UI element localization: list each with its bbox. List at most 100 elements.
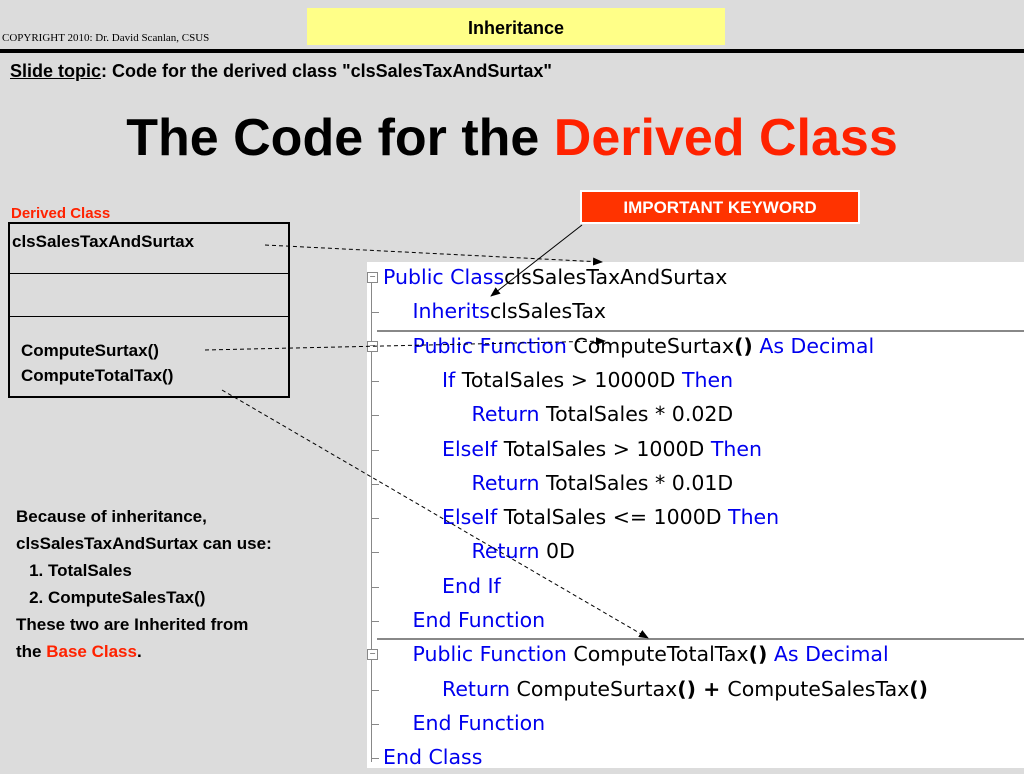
code-token: Public Class [383,265,505,289]
code-token: As Decimal [767,642,889,667]
code-token: Return [471,539,540,564]
gutter-tick [371,449,379,451]
code-line: ElseIf TotalSales <= 1000D Then [442,500,779,534]
code-token: End Class [383,745,483,770]
code-token: TotalSales <= 1000D [497,505,729,530]
code-line: Public Function ComputeTotalTax() As Dec… [413,637,889,671]
code-token: ElseIf [442,436,498,461]
code-token: ComputeSurtax [510,676,678,701]
code-token: Return [442,676,511,701]
list-item: ComputeSalesTax() [48,584,366,611]
code-token: Return [471,470,540,495]
page-title: The Code for the Derived Class [0,108,1024,168]
code-token: End Function [412,710,546,735]
code-line: End Function [413,603,546,637]
code-token: TotalSales > 1000D [497,436,711,461]
arrow-compute-surtax [204,337,606,351]
explanation-intro-1: Because of inheritance, [16,507,207,526]
code-token: If [442,367,456,392]
uml-method-1: ComputeSurtax() [21,341,159,360]
uml-class-name: clsSalesTaxAndSurtax [12,232,195,251]
code-token: Return [471,402,540,427]
code-token: As Decimal [752,333,875,358]
keyword-callout: IMPORTANT KEYWORD [580,190,860,224]
gutter-tick [371,312,379,314]
code-line: If TotalSales > 10000D Then [442,363,733,397]
copyright-text: COPYRIGHT 2010: Dr. David Scanlan, CSUS [2,32,210,44]
code-token: TotalSales * 0.01D [539,470,734,495]
code-line: Public ClassclsSalesTaxAndSurtax [383,260,727,294]
gutter-tick [371,586,379,588]
code-token: Public Function [412,333,567,358]
inherited-members-list: TotalSales ComputeSalesTax() [16,557,366,611]
code-token: TotalSales * 0.02D [539,402,734,427]
uml-divider-2 [10,316,288,317]
title-part-1: The Code for the [126,109,554,167]
code-token: TotalSales > 10000D [455,367,682,392]
code-token: + [695,676,728,701]
code-token: Public Function [412,642,567,667]
gutter-tick [371,552,379,554]
gutter-tick [371,689,379,691]
code-panel: Public ClassclsSalesTaxAndSurtax−Inherit… [367,260,1024,769]
code-token: End If [442,573,501,598]
code-line: End If [442,569,501,603]
code-token: ComputeSalesTax [727,676,910,701]
header-title: Inheritance [307,8,725,45]
code-token: Then [681,367,734,392]
arrow-class-name [264,244,603,266]
method-separator [377,329,1024,332]
code-gutter [371,272,372,762]
code-line: InheritsclsSalesTax [413,294,607,328]
explanation-intro-2: clsSalesTaxAndSurtax can use: [16,534,272,553]
collapse-toggle-icon[interactable]: − [367,649,378,661]
list-item: TotalSales [48,557,366,584]
code-line: ElseIf TotalSales > 1000D Then [442,432,762,466]
slide-topic-text: : Code for the derived class "clsSalesTa… [101,61,552,81]
uml-divider-1 [10,273,288,274]
uml-class-box [8,222,290,398]
title-part-2: Derived Class [553,109,898,167]
code-token: () [909,676,929,701]
code-token: Inherits [412,299,491,324]
gutter-tick [371,380,379,382]
code-token: () [734,333,753,358]
code-line: End Class [383,740,482,774]
slide-topic: Slide topic: Code for the derived class … [10,61,552,82]
arrow-important-keyword [490,224,583,297]
code-token: () [677,676,696,701]
slide-topic-label: Slide topic [10,61,102,81]
code-token: End Function [412,608,546,632]
outro-text-c: . [136,642,142,661]
method-separator [377,638,1024,641]
code-token: Then [728,505,780,530]
uml-label: Derived Class [11,205,111,222]
code-line: Return TotalSales * 0.01D [472,466,734,500]
code-token: ComputeTotalTax [566,642,749,667]
uml-method-2: ComputeTotalTax() [21,366,174,385]
code-token: ElseIf [442,505,498,530]
explanation-outro-1: These two are Inherited from [16,615,249,634]
explanation-text: Because of inheritance, clsSalesTaxAndSu… [16,503,366,665]
code-token: 0D [539,539,575,564]
header-rule [0,49,1024,53]
arrow-compute-total-tax [221,389,649,639]
code-token: clsSalesTaxAndSurtax [504,265,728,289]
code-token: clsSalesTax [490,299,607,324]
code-line: Return 0D [472,534,575,568]
gutter-tick [371,723,379,725]
code-line: End Function [413,706,546,740]
outro-text-a: the [16,642,47,661]
code-token: () [748,642,768,667]
code-line: Return ComputeSurtax() + ComputeSalesTax… [442,672,928,706]
gutter-tick [371,518,379,520]
gutter-tick [371,483,379,485]
code-token: Then [710,436,762,461]
code-line: Return TotalSales * 0.02D [472,397,734,431]
gutter-tick [371,758,379,760]
base-class-highlight: Base Class [46,642,137,661]
gutter-tick [371,621,379,622]
explanation-outro-2: the Base Class. [16,638,366,665]
collapse-toggle-icon[interactable]: − [367,272,378,283]
